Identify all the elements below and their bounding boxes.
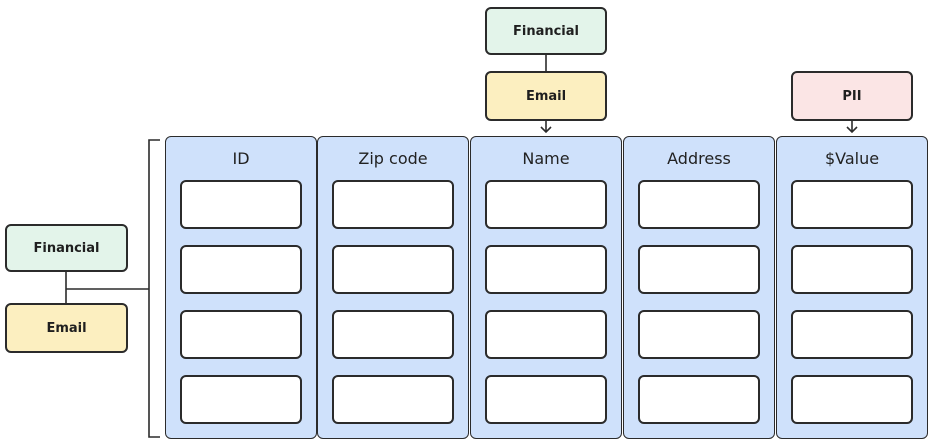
table-cell [180,245,302,294]
column-header: ID [232,149,250,168]
column-name: Name [470,136,622,439]
table-cell [180,310,302,359]
table-cell [638,375,760,424]
top-financial-tag: Financial [485,7,607,55]
table-cell [638,245,760,294]
pii-tag: PII [791,71,913,121]
column-address: Address [623,136,775,439]
side-financial-tag: Financial [5,224,128,272]
table-cell [791,245,913,294]
table-cell [638,180,760,229]
table-cell [638,310,760,359]
column-header: Address [667,149,731,168]
arrowhead-value [846,126,858,134]
table-cell [485,375,607,424]
column-header: Zip code [358,149,428,168]
table-cell [332,180,454,229]
column-id: ID [165,136,317,439]
side-email-tag: Email [5,303,128,353]
column-zip-code: Zip code [317,136,469,439]
column-header: Name [522,149,570,168]
table-cell [485,245,607,294]
table-cell [332,375,454,424]
arrowhead-name [540,126,552,134]
column-value: $Value [776,136,928,439]
table-bracket [148,139,160,438]
table-cell [791,375,913,424]
table-cell [791,180,913,229]
table-cell [332,310,454,359]
table-cell [180,180,302,229]
table-cell [180,375,302,424]
table-cell [332,245,454,294]
top-email-tag: Email [485,71,607,121]
table-cell [791,310,913,359]
table-cell [485,310,607,359]
column-header: $Value [824,149,880,168]
table-cell [485,180,607,229]
